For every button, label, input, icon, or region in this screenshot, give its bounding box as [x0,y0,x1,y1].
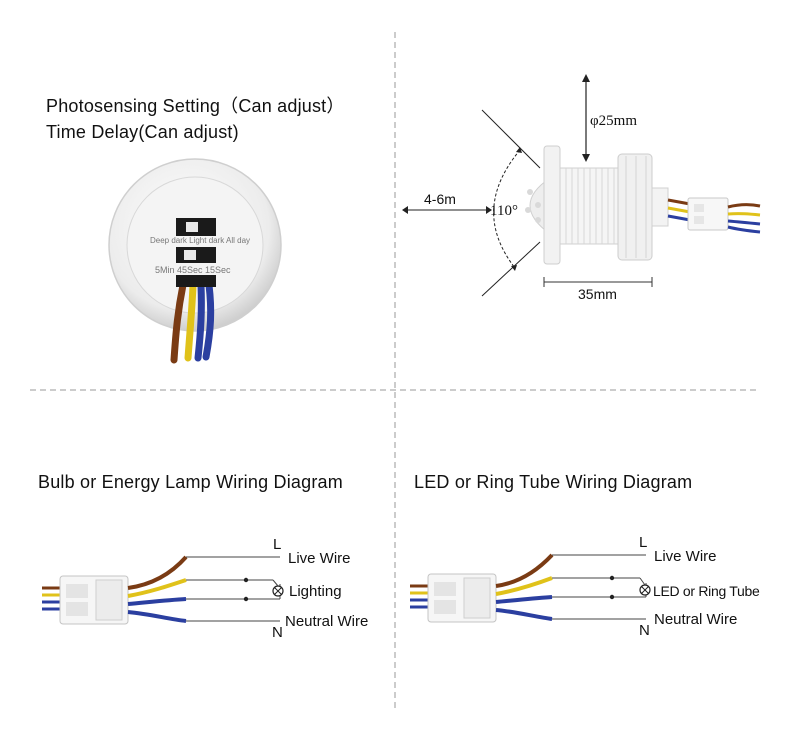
led-wire-blue-2 [495,608,553,621]
wire-yellow [184,281,197,362]
bulb-live-terminal: L [273,536,282,553]
length-label: 35mm [578,286,617,302]
lamp-symbol [272,585,284,597]
bulb-neutral-label: Neutral Wire [285,613,369,630]
diameter-label: φ25mm [590,113,637,129]
bulb-neutral-terminal: N [272,624,283,641]
bulb-wire-yellow [127,578,187,598]
led-wire-blue [495,595,553,604]
angle-arc [493,149,521,269]
bulb-wire-blue-2 [127,610,187,623]
cone-line-bottom [481,241,541,297]
delay-switch-scale: 5Min 45Sec 15Sec [155,265,231,275]
led-diagram-title: LED or Ring Tube Wiring Diagram [414,472,693,492]
photosensing-setting-label: Photosensing Setting（Can adjust） [46,96,345,116]
led-neutral-terminal: N [639,622,650,639]
led-wire-brown [495,553,554,588]
led-wire-yellow [495,576,553,596]
bulb-diagram-title: Bulb or Energy Lamp Wiring Diagram [38,472,343,492]
led-live-label: Live Wire [654,548,717,565]
wire-blue-2 [202,281,215,361]
bulb-wire-brown [127,555,188,590]
led-load-label: LED or Ring Tube [653,583,760,599]
range-label: 4-6m [424,191,456,207]
photo-switch-scale: Deep dark Light dark All day [150,236,251,245]
angle-label: 110° [490,203,518,219]
led-lamp-symbol [639,584,651,596]
bulb-load-label: Lighting [289,583,342,600]
cone-line-top [481,109,541,169]
wire-brown [170,281,187,364]
led-live-terminal: L [639,534,648,551]
bulb-wire-blue [127,597,187,606]
wire-blue-1 [194,281,205,362]
time-delay-label: Time Delay(Can adjust) [46,122,239,142]
bulb-live-label: Live Wire [288,550,351,567]
led-neutral-label: Neutral Wire [654,611,738,628]
sensor-inner-face [126,176,264,314]
